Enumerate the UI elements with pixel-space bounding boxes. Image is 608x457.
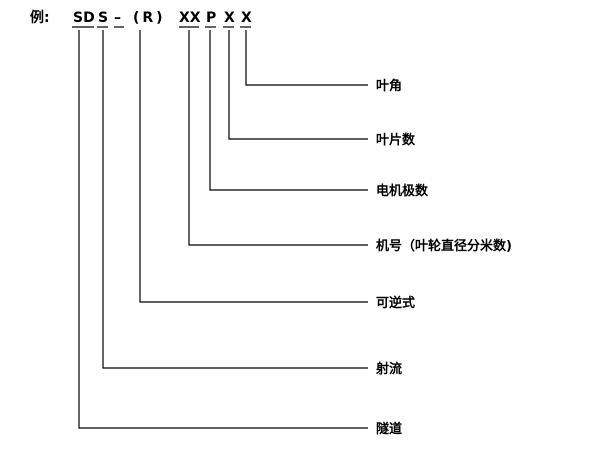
code-r: (R) [133, 10, 166, 26]
label-motor-poles: 电机极数 [376, 183, 429, 199]
code-s: S [98, 10, 108, 26]
code-x2: X [241, 10, 252, 26]
leader-blade-count [228, 30, 368, 140]
code-p: P [206, 10, 216, 26]
leader-blade-angle [245, 30, 368, 86]
code-dash: – [114, 10, 121, 26]
label-jet: 射流 [375, 361, 402, 377]
label-tunnel: 隧道 [376, 421, 402, 437]
code-x1: X [224, 10, 235, 26]
leader-reversible [139, 30, 368, 303]
leader-lines [78, 30, 368, 429]
labels: 叶角 叶片数 电机极数 机号（叶轮直径分米数) 可逆式 射流 隧道 [375, 78, 512, 437]
leader-fan-number [188, 30, 368, 246]
code-prefix: 例: [30, 9, 50, 26]
leader-motor-poles [209, 30, 368, 191]
label-reversible: 可逆式 [376, 295, 415, 311]
label-blade-angle: 叶角 [376, 78, 402, 94]
leader-tunnel [78, 30, 368, 429]
leader-jet [102, 30, 368, 369]
code-xx: XX [179, 10, 201, 26]
code-sd: SD [73, 10, 95, 26]
label-blade-count: 叶片数 [376, 132, 416, 148]
label-fan-number: 机号（叶轮直径分米数) [376, 238, 512, 254]
model-code: 例: SD S – (R) XX P X X [30, 9, 252, 28]
